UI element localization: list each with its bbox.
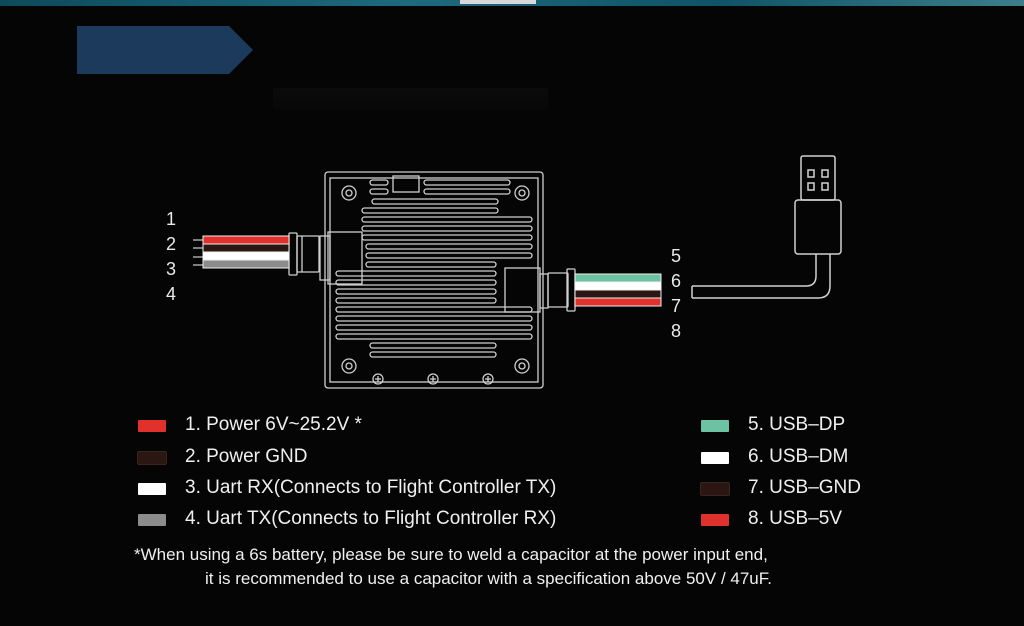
wire-usb-dp — [574, 273, 662, 283]
legend-label: 7. USB–GND — [748, 477, 861, 498]
usb-cable — [691, 155, 842, 299]
legend-swatch — [701, 420, 729, 432]
wire-uart-rx — [202, 251, 290, 261]
left-pin-stubs — [193, 239, 203, 266]
section-header-banner — [77, 26, 253, 74]
legend-swatch — [138, 483, 166, 495]
legend-label: 4. Uart TX(Connects to Flight Controller… — [185, 508, 557, 529]
footnote-line-1: *When using a 6s battery, please be sure… — [134, 545, 768, 564]
top-tab-indicator — [460, 0, 536, 4]
legend-swatch — [138, 514, 166, 526]
right-wires — [574, 273, 662, 307]
pin-number-1: 1 — [166, 209, 177, 229]
pin-number-3: 3 — [166, 259, 177, 279]
pin-number-2: 2 — [166, 234, 177, 254]
legend-label: 5. USB–DP — [748, 414, 846, 435]
wire-uart-tx — [202, 259, 290, 269]
legend-swatch — [137, 451, 167, 465]
wire-gnd — [202, 243, 290, 253]
left-wires — [202, 235, 290, 269]
wire-usb-5v — [574, 297, 662, 307]
left-plug — [288, 232, 320, 276]
legend-label: 1. Power 6V~25.2V * — [185, 414, 362, 435]
legend-swatch — [701, 514, 729, 526]
legend-label: 3. Uart RX(Connects to Flight Controller… — [185, 477, 557, 498]
legend-swatch — [701, 452, 729, 464]
section-header-subtitle-bar — [273, 88, 548, 110]
module-board-drawing — [319, 171, 549, 389]
pin-number-4: 4 — [166, 284, 177, 304]
pin-number-7: 7 — [671, 296, 682, 316]
footnote-line-2: it is recommended to use a capacitor wit… — [205, 569, 772, 588]
legend-label: 8. USB–5V — [748, 508, 842, 529]
legend-swatch — [138, 420, 166, 432]
wire-power — [202, 235, 290, 245]
wire-usb-dm — [574, 281, 662, 291]
right-plug — [547, 268, 576, 312]
pin-number-5: 5 — [671, 246, 682, 266]
pin-number-8: 8 — [671, 321, 682, 341]
legend-label: 2. Power GND — [185, 446, 308, 467]
legend-label: 6. USB–DM — [748, 446, 849, 467]
pin-number-6: 6 — [671, 271, 682, 291]
wire-usb-gnd — [574, 289, 662, 299]
legend-swatch — [700, 482, 730, 496]
